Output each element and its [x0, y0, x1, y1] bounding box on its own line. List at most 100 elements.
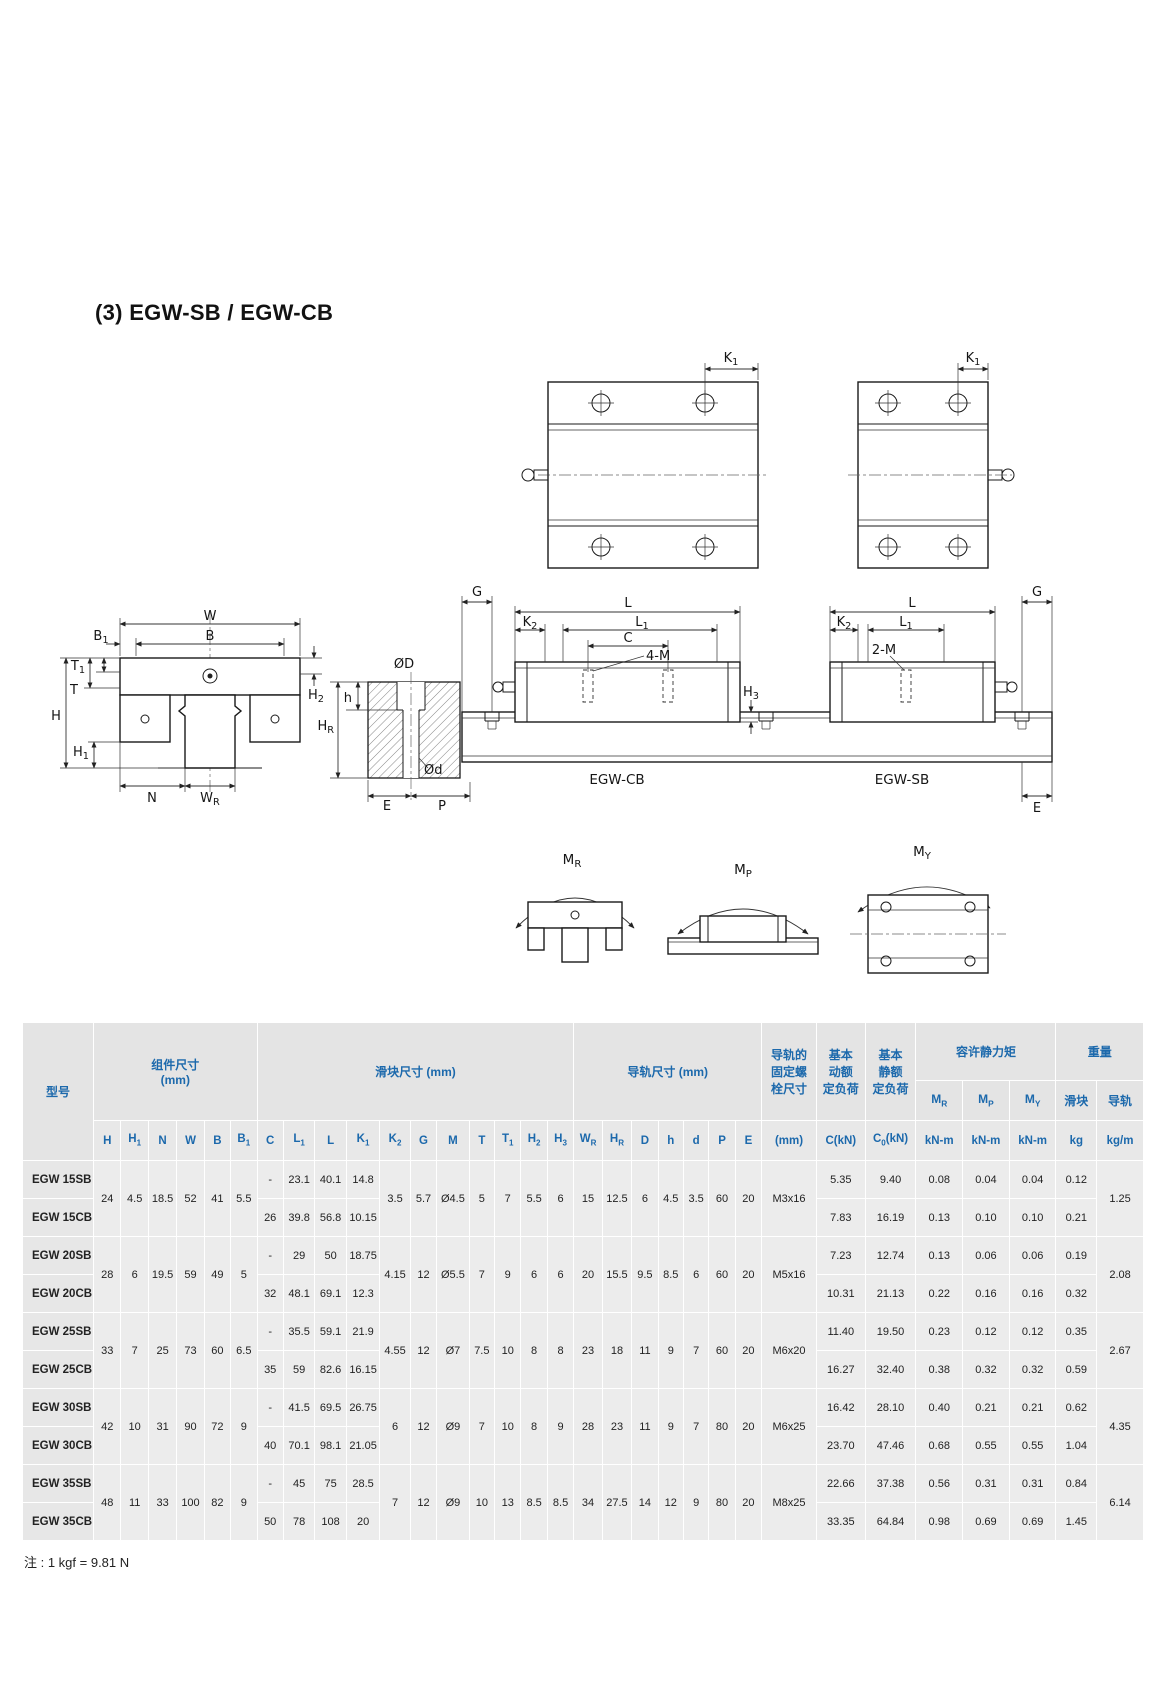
data-cell: 59: [176, 1236, 205, 1313]
data-cell: 82: [203, 1464, 232, 1541]
header-cell: B: [203, 1120, 232, 1161]
data-cell: -: [256, 1236, 284, 1275]
header-cell: 导轨尺寸 (mm): [573, 1022, 763, 1121]
data-cell: 7: [468, 1388, 496, 1465]
data-cell: 0.62: [1055, 1388, 1098, 1427]
header-cell: MR: [915, 1080, 964, 1121]
header-cell: C: [256, 1120, 284, 1161]
data-cell: 10: [468, 1464, 496, 1541]
data-cell: M6x25: [761, 1388, 817, 1465]
data-cell: 70.1: [282, 1426, 316, 1465]
data-cell: 0.13: [915, 1198, 964, 1237]
data-cell: 6.14: [1096, 1464, 1144, 1541]
dim-label-l1-sb: L1: [899, 615, 912, 632]
data-cell: 8.5: [546, 1464, 575, 1541]
data-cell: 9.40: [864, 1160, 917, 1199]
header-cell: H: [93, 1120, 122, 1161]
data-cell: 60: [708, 1312, 736, 1389]
data-cell: 80: [708, 1388, 736, 1465]
data-cell: 16.42: [815, 1388, 866, 1427]
data-cell: 16.27: [815, 1350, 866, 1389]
header-cell: kg/m: [1096, 1120, 1144, 1161]
data-cell: 0.19: [1055, 1236, 1098, 1275]
data-cell: 9.5: [631, 1236, 659, 1313]
data-cell: 37.38: [864, 1464, 917, 1503]
data-cell: 108: [314, 1502, 347, 1541]
data-cell: 6: [546, 1160, 575, 1237]
data-cell: 9: [230, 1464, 258, 1541]
data-cell: 5: [230, 1236, 258, 1313]
data-cell: 23.70: [815, 1426, 866, 1465]
data-cell: Ø7: [436, 1312, 470, 1389]
model-cell: EGW 30CB: [21, 1426, 95, 1465]
data-cell: 0.13: [915, 1236, 964, 1275]
data-cell: 7.83: [815, 1198, 866, 1237]
data-cell: 20: [734, 1160, 763, 1237]
dim-label-h: H: [51, 709, 61, 724]
data-cell: 8: [546, 1312, 575, 1389]
data-cell: 0.22: [915, 1274, 964, 1313]
data-cell: 20: [734, 1464, 763, 1541]
data-cell: 28: [93, 1236, 122, 1313]
moment-label-mp: MP: [734, 862, 752, 880]
header-cell: P: [708, 1120, 736, 1161]
data-cell: 60: [708, 1236, 736, 1313]
data-cell: 4.35: [1096, 1388, 1144, 1465]
data-cell: 0.12: [1008, 1312, 1057, 1351]
data-cell: 12: [409, 1464, 438, 1541]
data-cell: 0.84: [1055, 1464, 1098, 1503]
header-cell: WR: [573, 1120, 603, 1161]
data-cell: 27.5: [601, 1464, 633, 1541]
data-cell: 6: [631, 1160, 659, 1237]
data-cell: Ø5.5: [436, 1236, 470, 1313]
spec-thead: 型号组件尺寸 (mm)滑块尺寸 (mm)导轨尺寸 (mm)导轨的 固定螺 栓尺寸…: [21, 1022, 1144, 1161]
data-cell: 0.55: [962, 1426, 1010, 1465]
model-cell: EGW 20SB: [21, 1236, 95, 1275]
data-cell: 0.08: [915, 1160, 964, 1199]
data-cell: M8x25: [761, 1464, 817, 1541]
data-cell: 0.31: [962, 1464, 1010, 1503]
data-cell: 12: [409, 1388, 438, 1465]
dim-label-k1-cb: K1: [724, 351, 739, 368]
data-cell: 4.15: [379, 1236, 411, 1313]
data-cell: 40.1: [314, 1160, 347, 1199]
data-cell: 14: [631, 1464, 659, 1541]
data-cell: 0.21: [1008, 1388, 1057, 1427]
data-cell: 59.1: [314, 1312, 347, 1351]
data-cell: 9: [657, 1312, 684, 1389]
spec-table: 型号组件尺寸 (mm)滑块尺寸 (mm)导轨尺寸 (mm)导轨的 固定螺 栓尺寸…: [21, 1022, 1144, 1541]
data-cell: M6x20: [761, 1312, 817, 1389]
data-cell: 0.56: [915, 1464, 964, 1503]
data-cell: 6: [379, 1388, 411, 1465]
data-cell: 47.46: [864, 1426, 917, 1465]
data-cell: 0.40: [915, 1388, 964, 1427]
data-cell: 0.21: [1055, 1198, 1098, 1237]
data-cell: 6: [682, 1236, 710, 1313]
dim-label-b: B: [206, 629, 215, 644]
data-cell: 3.5: [379, 1160, 411, 1237]
data-cell: 33: [147, 1464, 178, 1541]
header-cell: 型号: [21, 1022, 95, 1161]
data-cell: 5.5: [520, 1160, 548, 1237]
data-cell: 39.8: [282, 1198, 316, 1237]
data-cell: -: [256, 1160, 284, 1199]
data-cell: 1.04: [1055, 1426, 1098, 1465]
data-cell: 8: [520, 1388, 548, 1465]
dim-label-wr: WR: [200, 791, 220, 808]
data-cell: 10: [494, 1388, 522, 1465]
data-cell: 6.5: [230, 1312, 258, 1389]
dim-label-hole-h: h: [344, 691, 352, 706]
data-cell: 2.08: [1096, 1236, 1144, 1313]
data-cell: 14.8: [345, 1160, 381, 1199]
data-cell: 9: [494, 1236, 522, 1313]
data-cell: 52: [176, 1160, 205, 1237]
header-cell: h: [657, 1120, 684, 1161]
data-cell: 29: [282, 1236, 316, 1275]
dim-label-od: ØD: [394, 657, 414, 672]
data-cell: 15: [573, 1160, 603, 1237]
data-cell: 18.5: [147, 1160, 178, 1237]
side-view: G L K2 L1 C 4-M H3 L: [461, 585, 1053, 816]
data-cell: 12: [409, 1312, 438, 1389]
data-cell: 0.59: [1055, 1350, 1098, 1389]
